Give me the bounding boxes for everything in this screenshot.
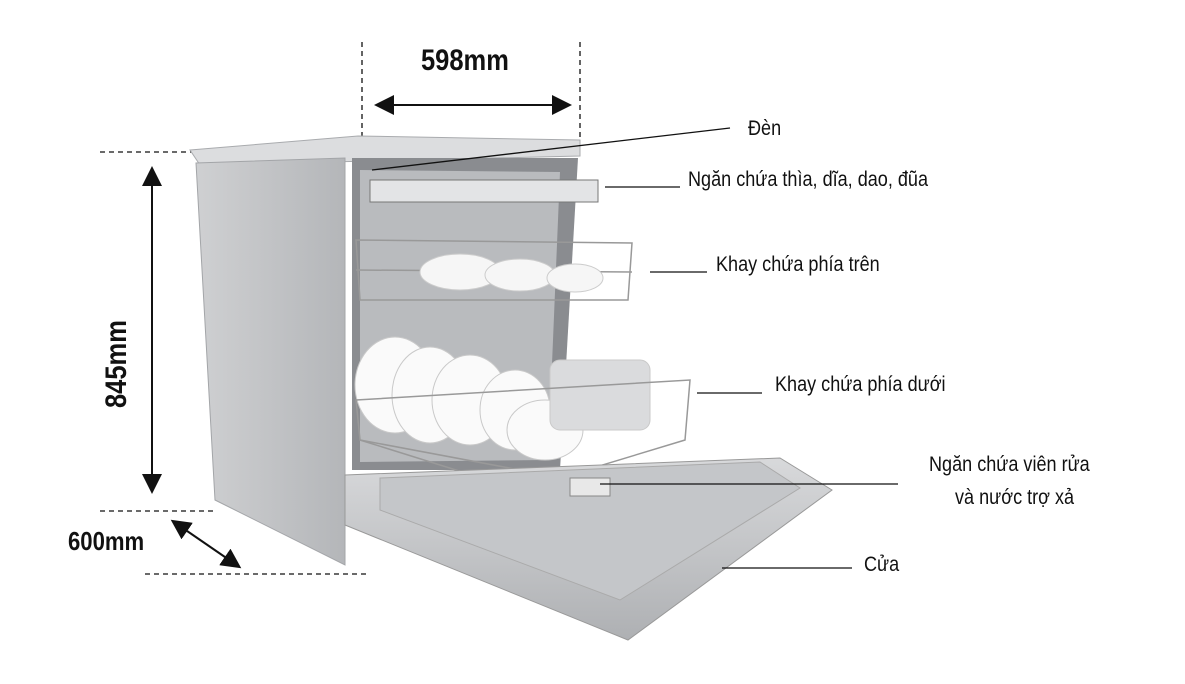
leader-light [371, 127, 731, 171]
label-detergent-line1: Ngăn chứa viên rửa [929, 453, 1090, 476]
cabinet-side [195, 157, 346, 566]
label-door: Cửa [864, 553, 900, 576]
depth-label: 600mm [68, 526, 145, 556]
label-cutlery-tray: Ngăn chứa thìa, dĩa, dao, đũa [688, 168, 929, 191]
detergent-dispenser [569, 477, 611, 497]
label-detergent-line2: và nước trợ xả [955, 486, 1075, 509]
label-light: Đèn [748, 117, 782, 140]
width-dimension [361, 42, 581, 140]
height-dimension [100, 151, 215, 512]
cutlery-tray [369, 179, 599, 203]
label-lower-rack: Khay chứa phía dưới [775, 373, 946, 396]
height-label: 845mm [100, 320, 133, 408]
depth-dimension [145, 519, 370, 575]
width-label: 598mm [421, 44, 509, 77]
label-upper-rack: Khay chứa phía trên [716, 253, 880, 276]
